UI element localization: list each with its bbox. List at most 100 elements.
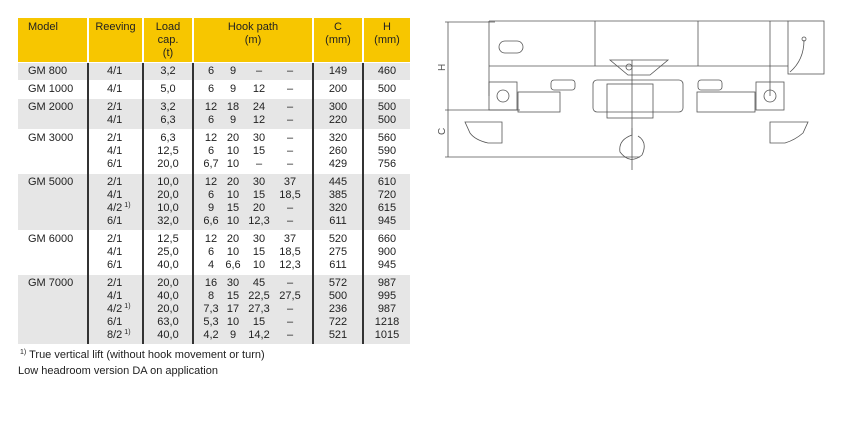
load-cap-value: 12,5 [157, 233, 179, 245]
header-hook-path: Hook path(m) [192, 18, 313, 63]
h-value: 610 [377, 176, 397, 188]
hook-path-value: 7,3 [203, 303, 219, 315]
c-value: 385 [328, 189, 348, 201]
footnote-marker: 1) [124, 303, 131, 310]
hook-path-value: 12,3 [279, 259, 301, 271]
reeving-line: 4/1 [91, 189, 140, 202]
hook-path-value: 6 [207, 189, 215, 201]
hook-path-value: – [286, 65, 294, 77]
hook-path-value: 8 [207, 290, 215, 302]
hook-path-value: 12,3 [248, 215, 270, 227]
hook-path-value: 9 [229, 114, 237, 126]
model-cell: GM 800 [18, 62, 88, 81]
h-value: 945 [377, 215, 397, 227]
h-value: 987 [377, 277, 397, 289]
load-cap-value: 20,0 [157, 303, 179, 315]
reeving-line: 2/1 [91, 233, 140, 246]
load-cap-value: 5,0 [160, 83, 176, 95]
header-h-unit: (mm) [374, 34, 400, 46]
model-cell: GM 3000 [18, 129, 88, 174]
reeving-line: 2/1 [91, 132, 140, 145]
hook-path-value: 30 [252, 176, 266, 188]
hook-path-value: 18,5 [279, 189, 301, 201]
load-cap-cell: 5,0 [142, 80, 193, 99]
hook-path-value: 30 [226, 277, 240, 289]
reeving-value: 4/1 [107, 65, 123, 77]
c-value: 521 [328, 329, 348, 341]
header-h-label: H [383, 21, 391, 33]
c-value: 611 [329, 259, 347, 271]
h-value: 1015 [374, 329, 400, 341]
hook-path-value: 17 [226, 303, 240, 315]
hook-path-value: 6,6 [203, 215, 219, 227]
hook-path-value: 20 [252, 202, 266, 214]
h-value: 615 [377, 202, 397, 214]
c-value: 300 [328, 101, 348, 113]
reeving-value: 4/1 [107, 246, 123, 258]
model-name: GM 3000 [28, 132, 74, 144]
c-value: 320 [328, 202, 348, 214]
hook-path-value: 12 [204, 233, 218, 245]
hook-path-value: 6 [207, 83, 215, 95]
reeving-line: 4/1 [91, 145, 140, 158]
hook-path-value: 10 [226, 145, 240, 157]
load-cap-value: 6,3 [160, 132, 176, 144]
hook-path-value: 4 [207, 259, 215, 271]
table-header-row: Model Reeving Load cap.(t) Hook path(m) … [18, 18, 410, 63]
load-cap-value: 40,0 [157, 290, 179, 302]
hook-path-value: 14,2 [248, 329, 270, 341]
hook-path-value: 24 [252, 101, 266, 113]
reeving-line: 4/1 [91, 290, 140, 303]
hook-path-value: 37 [283, 233, 297, 245]
reeving-value: 4/1 [107, 290, 123, 302]
header-hook-unit: (m) [244, 34, 262, 46]
h-value: 500 [377, 83, 397, 95]
reeving-value: 4/1 [107, 83, 123, 95]
header-hook-label: Hook path [227, 21, 279, 33]
c-value: 429 [328, 158, 348, 170]
reeving-line: 6/1 [91, 158, 140, 171]
hook-path-value: 6 [207, 246, 215, 258]
travel-drive-left [464, 79, 576, 144]
model-name: GM 1000 [28, 83, 74, 95]
hook-path-value: 10 [252, 259, 266, 271]
reeving-value: 6/1 [107, 316, 123, 328]
hook-path-value: – [286, 145, 294, 157]
c-value: 572 [328, 277, 348, 289]
hook-path-value: 27,5 [279, 290, 301, 302]
hook-path-value: 10 [226, 215, 240, 227]
hook-path-value: 12 [204, 132, 218, 144]
hook-path-value: 9 [229, 65, 237, 77]
dimension-lines: H C [437, 21, 640, 158]
hoist-spec-table: Model Reeving Load cap.(t) Hook path(m) … [18, 18, 410, 344]
footnote-1: 1) True vertical lift (without hook move… [18, 347, 410, 363]
c-value: 260 [328, 145, 348, 157]
reeving-cell: 4/1 [87, 62, 143, 81]
